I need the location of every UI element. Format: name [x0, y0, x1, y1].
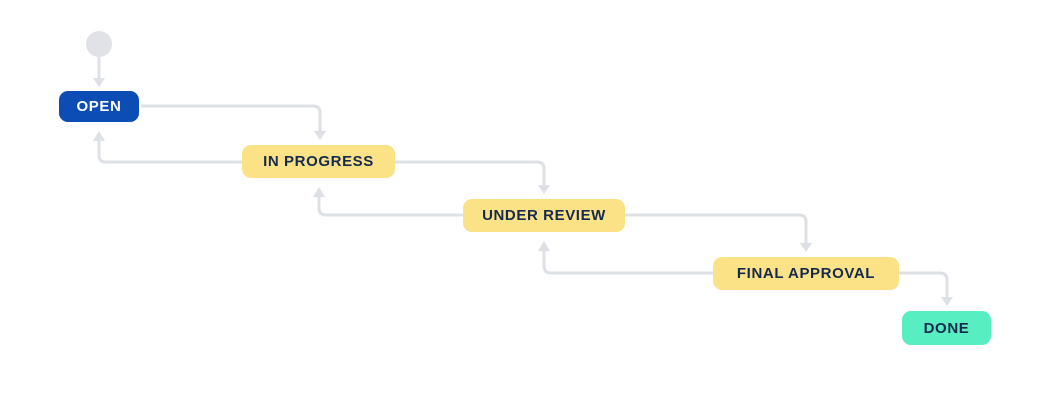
transition-arrow-open-to-in-progress	[141, 104, 322, 131]
transition-arrow-under-review-to-final-approval	[625, 213, 808, 243]
transition-arrow-final-approval-to-under-review	[542, 251, 713, 275]
arrowhead-start-to-open	[93, 78, 105, 87]
arrowhead-open-to-in-progress	[314, 131, 326, 140]
status-under-review[interactable]: UNDER REVIEW	[463, 199, 625, 232]
start-node	[86, 31, 112, 57]
transition-arrow-in-progress-to-under-review	[395, 160, 546, 185]
arrowhead-final-approval-to-done	[941, 297, 953, 306]
status-final-approval[interactable]: FINAL APPROVAL	[713, 257, 899, 290]
arrowhead-in-progress-to-open	[93, 131, 105, 141]
status-done[interactable]: DONE	[902, 311, 991, 345]
status-open[interactable]: OPEN	[59, 91, 139, 122]
transition-arrow-under-review-to-in-progress	[317, 197, 463, 217]
arrowhead-in-progress-to-under-review	[538, 185, 550, 194]
arrowhead-final-approval-to-under-review	[538, 241, 550, 251]
transition-arrow-final-approval-to-done	[899, 271, 949, 297]
status-in-progress[interactable]: IN PROGRESS	[242, 145, 395, 178]
arrowhead-under-review-to-final-approval	[800, 243, 812, 252]
transition-arrow-in-progress-to-open	[97, 141, 242, 164]
arrowhead-under-review-to-in-progress	[313, 187, 325, 197]
